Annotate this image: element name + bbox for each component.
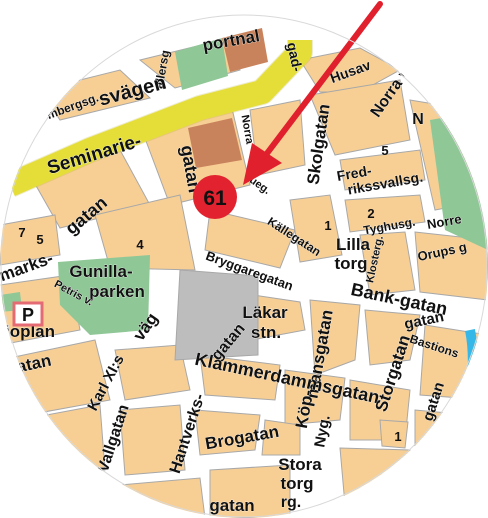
main-road bbox=[5, 40, 312, 196]
block-number: 2 bbox=[367, 206, 374, 221]
street-label: gatan bbox=[209, 496, 254, 515]
street-label: Nyg. bbox=[311, 414, 333, 449]
street-label: Stora bbox=[278, 455, 322, 474]
street-label: Lilla bbox=[336, 235, 371, 254]
street-label: torg bbox=[334, 254, 367, 273]
street-label: ioplan bbox=[5, 322, 55, 341]
street-label: Köp- bbox=[292, 388, 317, 429]
parking-sign[interactable]: P bbox=[12, 301, 44, 327]
block-number: 5 bbox=[36, 232, 43, 247]
street-label: parken bbox=[89, 282, 145, 301]
block-number: 4 bbox=[136, 237, 144, 252]
street-label: Norra bbox=[238, 114, 255, 146]
location-marker[interactable]: 61 bbox=[193, 175, 237, 219]
map-frame bbox=[0, 14, 488, 518]
street-label: Läkar bbox=[242, 303, 288, 322]
street-label: Fred- bbox=[336, 162, 374, 184]
block-number: 1 bbox=[324, 218, 331, 233]
street-label: torg bbox=[280, 474, 313, 493]
landmark-buildings bbox=[188, 28, 268, 168]
street-label: Gunilla- bbox=[69, 262, 132, 281]
station-plaza bbox=[174, 269, 259, 361]
marker-label: 61 bbox=[203, 187, 227, 210]
street-label: allersg bbox=[152, 49, 173, 90]
block-number: 1 bbox=[394, 429, 401, 444]
pointer-arrow-icon bbox=[243, 1, 383, 185]
street-label: gad- bbox=[284, 41, 306, 74]
street-label: N bbox=[412, 111, 424, 128]
block-number: 5 bbox=[381, 143, 388, 158]
main-road-edge bbox=[4, 39, 313, 197]
parking-label: P bbox=[22, 305, 34, 325]
block-number: 7 bbox=[18, 225, 25, 240]
street-label: rg. bbox=[281, 494, 301, 511]
street-label: Norre bbox=[426, 211, 463, 232]
street-label: stn. bbox=[251, 323, 281, 342]
